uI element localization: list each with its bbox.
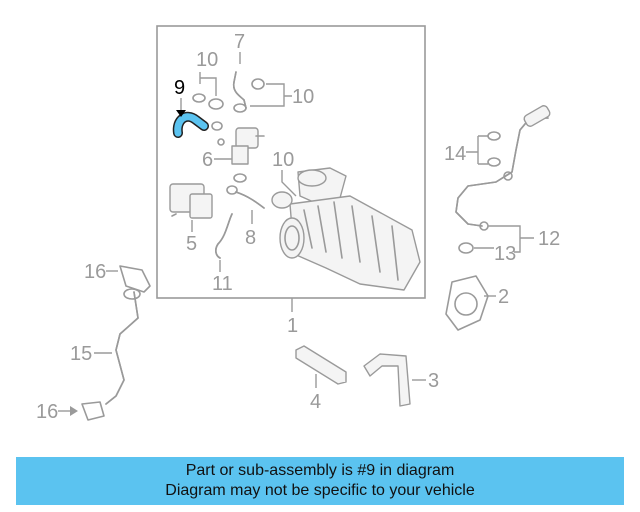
part-16-gasket-top [119, 265, 151, 293]
parts-diagram: 9 10 7 10 6 10 8 [36, 25, 560, 423]
part-8-hose [226, 185, 265, 209]
callout-10-middle: 10 [272, 149, 294, 171]
callout-10-top-left: 10 [196, 49, 218, 71]
callout-8: 8 [245, 227, 256, 249]
banner-line-2: Diagram may not be specific to your vehi… [165, 482, 475, 499]
part-15-line [105, 288, 141, 405]
callout-16-bottom: 16 [36, 401, 58, 423]
callout-2: 2 [498, 286, 509, 308]
callout-16-top: 16 [84, 261, 106, 283]
banner-line-1: Part or sub-assembly is #9 in diagram [185, 462, 455, 479]
part-5-actuator [169, 183, 213, 219]
part-12-line [455, 105, 551, 231]
part-4-bracket [295, 345, 347, 385]
callout-4: 4 [310, 391, 321, 413]
part-10-clamp-middle [233, 173, 247, 183]
part-1-turbocharger [271, 167, 421, 291]
part-7-hose [232, 71, 247, 109]
part-9-hose[interactable] [172, 111, 209, 138]
callout-6: 6 [202, 149, 213, 171]
callout-14: 14 [444, 143, 466, 165]
part-3-support [363, 353, 411, 407]
callout-13: 13 [494, 243, 516, 265]
arrow-icon [70, 406, 78, 416]
callout-10-top-right: 10 [292, 86, 314, 108]
callout-15: 15 [70, 343, 92, 365]
callout-11: 11 [212, 273, 233, 295]
part-11-pipe [215, 213, 233, 259]
arrow-icon [176, 110, 186, 117]
part-2-gasket [445, 275, 489, 331]
part-10-clamp [192, 93, 224, 131]
callout-1: 1 [287, 315, 298, 337]
callout-5: 5 [186, 233, 197, 255]
callout-12: 12 [538, 228, 560, 250]
assembly-frame [156, 25, 426, 299]
callout-9: 9 [174, 77, 185, 99]
callout-3: 3 [428, 370, 439, 392]
callout-7: 7 [234, 31, 245, 53]
part-16-gasket-bottom [81, 401, 105, 421]
part-6-valve [217, 127, 265, 165]
part-13-washer [458, 242, 474, 254]
info-banner: Part or sub-assembly is #9 in diagram Di… [16, 457, 624, 505]
part-10-clamp-right [233, 78, 265, 113]
part-14-washer [487, 131, 501, 167]
